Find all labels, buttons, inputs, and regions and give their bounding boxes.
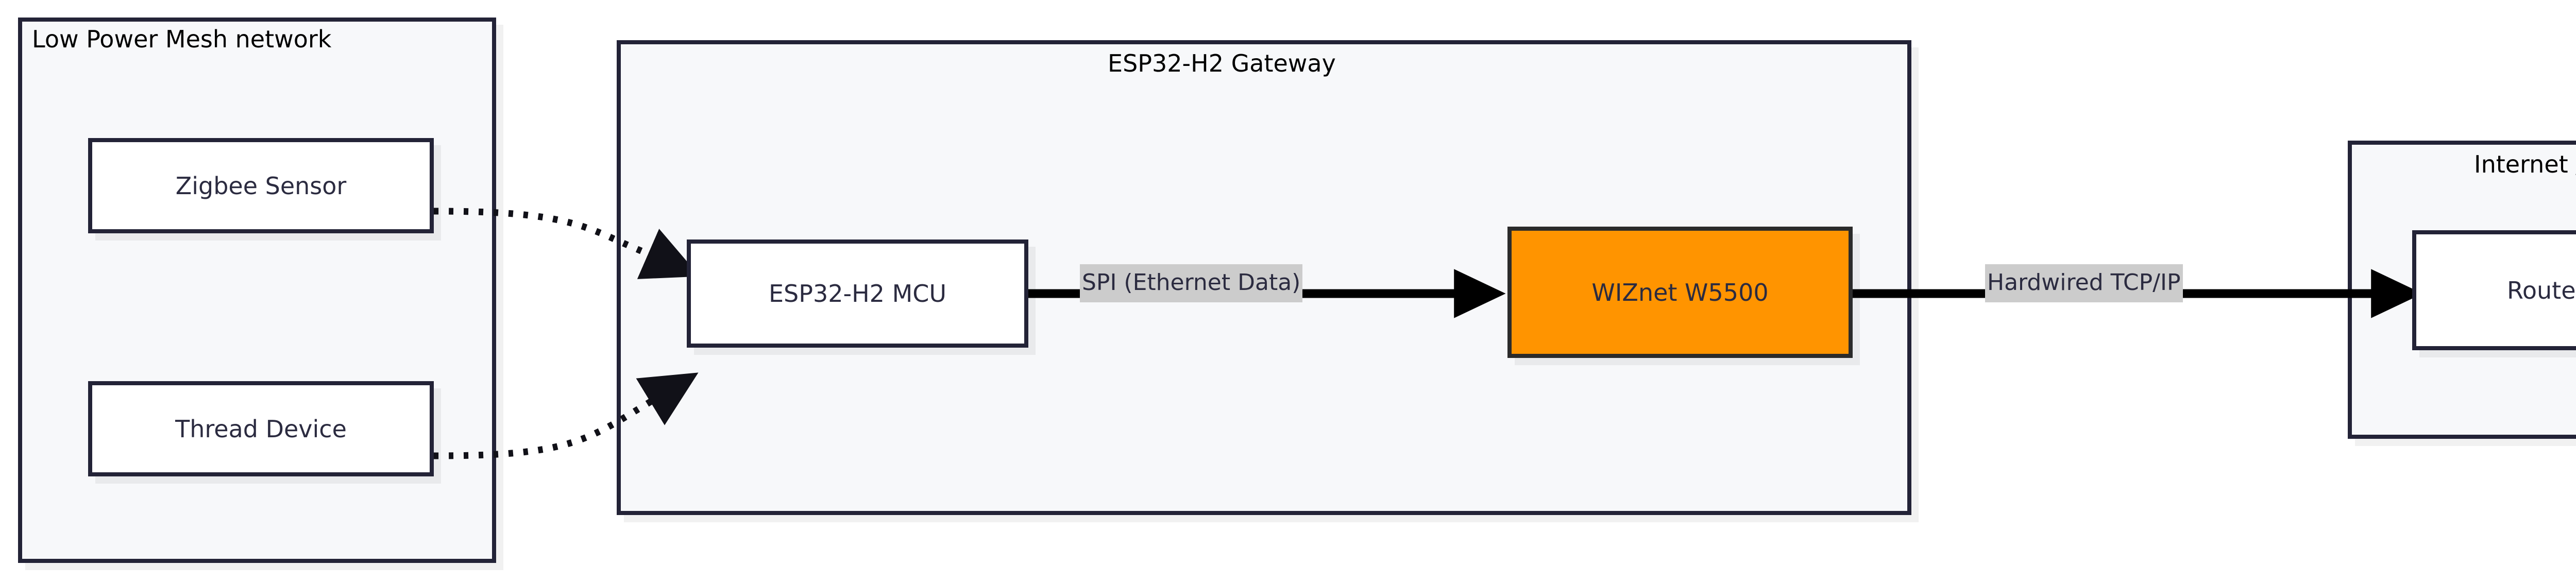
node-zigbee-sensor[interactable]: Zigbee Sensor: [88, 138, 434, 233]
node-label-thread-device: Thread Device: [175, 415, 347, 443]
edge-label-spi-ethernet-data: SPI (Ethernet Data): [1080, 264, 1303, 302]
node-label-wiznet-w5500: WIZnet W5500: [1591, 278, 1769, 306]
cluster-label-esp32-h2-gateway: ESP32-H2 Gateway: [1108, 49, 1336, 77]
node-wiznet-w5500[interactable]: WIZnet W5500: [1507, 227, 1853, 358]
node-thread-device[interactable]: Thread Device: [88, 381, 434, 476]
cluster-low-power-mesh-network: [18, 18, 496, 563]
node-router-server[interactable]: Router / Server: [2412, 230, 2576, 350]
cluster-label-low-power-mesh-network: Low Power Mesh network: [32, 25, 332, 53]
node-label-zigbee-sensor: Zigbee Sensor: [175, 172, 347, 200]
cluster-label-internet-cloud: Internet / Cloud: [2474, 150, 2576, 178]
edge-label-hardwired-tcp-ip: Hardwired TCP/IP: [1985, 264, 2183, 302]
node-label-router-server: Router / Server: [2506, 276, 2576, 304]
node-esp32-h2-mcu[interactable]: ESP32-H2 MCU: [687, 239, 1028, 348]
node-label-esp32-h2-mcu: ESP32-H2 MCU: [768, 280, 947, 307]
